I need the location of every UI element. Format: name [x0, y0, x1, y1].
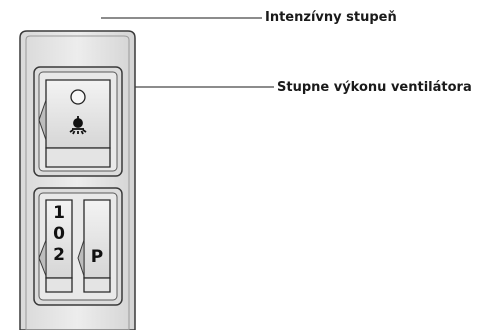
- mode-switch[interactable]: 1 0 2: [38, 199, 73, 293]
- indicator-lamp-icon: [70, 89, 86, 105]
- mode-position-0: 0: [53, 224, 65, 244]
- mode-position-2: 2: [53, 245, 65, 265]
- p-button-label: P: [91, 247, 103, 267]
- light-button[interactable]: [38, 79, 111, 168]
- mode-position-1: 1: [53, 203, 65, 223]
- fan-speed-levels-label: Stupne výkonu ventilátora: [277, 80, 472, 95]
- lamp-light-icon: [69, 116, 87, 135]
- p-button[interactable]: P: [77, 199, 111, 293]
- intensive-level-label: Intenzívny stupeň: [265, 10, 397, 25]
